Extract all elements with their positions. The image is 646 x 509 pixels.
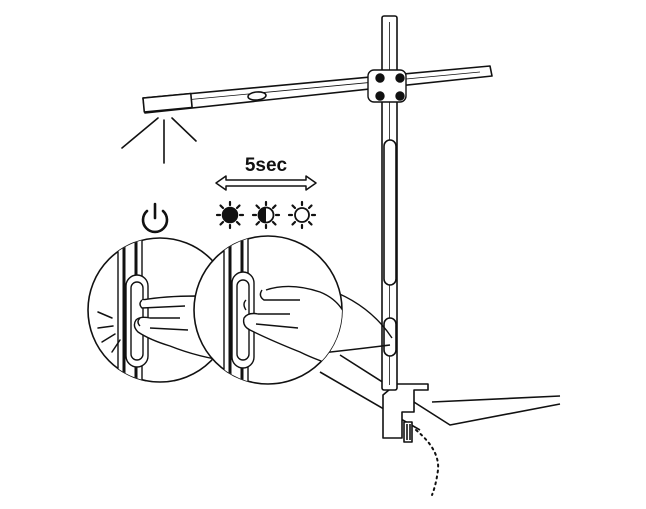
- pole-slider[interactable]: [383, 139, 397, 286]
- brightness-half-icon: [251, 200, 281, 230]
- pole-touch-control[interactable]: [383, 317, 397, 357]
- detail-hold-brightness: [193, 235, 343, 385]
- duration-arrow: [215, 175, 317, 191]
- brightness-full-icon: [215, 200, 245, 230]
- arm-pivot-joint: [367, 69, 407, 103]
- duration-label: 5sec: [245, 155, 288, 176]
- brightness-low-icon: [287, 200, 317, 230]
- power-cable: [415, 429, 440, 496]
- power-icon: [141, 202, 169, 234]
- light-rays: [121, 117, 197, 164]
- desk-clamp: [382, 383, 429, 443]
- desk-outline: [319, 354, 561, 431]
- tap-indicator-lines: [97, 311, 121, 353]
- lamp-arm: [142, 65, 493, 114]
